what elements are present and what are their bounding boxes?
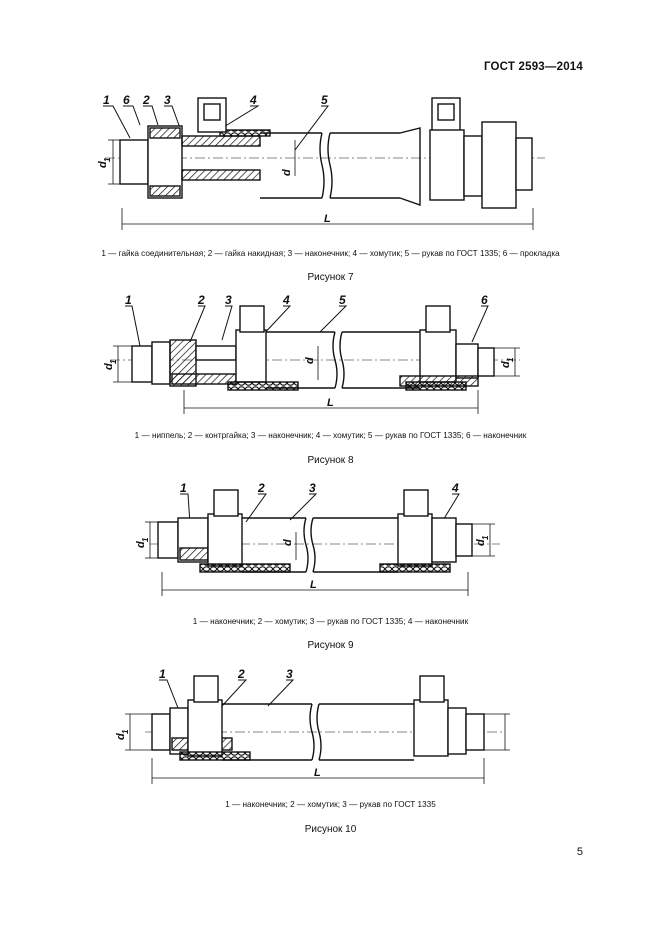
fig7-leaders: [103, 105, 329, 151]
fig8-label-3: 3: [225, 293, 232, 307]
fig8-label-6: 6: [481, 293, 488, 307]
fig9-label-3: 3: [309, 481, 316, 495]
fig7-legend: 1 — гайка соединительная; 2 — гайка наки…: [101, 249, 560, 258]
fig8-label-1: 1: [125, 293, 132, 307]
fig7-label-5: 5: [321, 93, 328, 107]
fig10-caption: Рисунок 10: [304, 824, 357, 835]
fig10-legend: 1 — наконечник; 2 — хомутик; 3 — рукав п…: [225, 800, 436, 809]
fig9-label-4: 4: [451, 481, 459, 495]
fig8-label-4: 4: [282, 293, 290, 307]
figure-7-drawing: 1 6 2 3 4 5: [97, 93, 545, 230]
fig8-dim-d1-right-sub: 1: [506, 357, 515, 362]
fig9-dim-d1-left: d: [135, 541, 147, 548]
fig7-label-2: 2: [142, 93, 150, 107]
fig9-dim-d1-right-sub: 1: [481, 535, 490, 540]
fig7-label-6: 6: [123, 93, 130, 107]
fig10-dim-d1-sub: 1: [121, 729, 130, 734]
fig9-label-1: 1: [180, 481, 187, 495]
fig9-legend: 1 — наконечник; 2 — хомутик; 3 — рукав п…: [192, 617, 469, 626]
fig10-dim-d1: d: [115, 733, 127, 740]
fig8-dim-d1-left-sub: 1: [109, 359, 118, 364]
fig8-label-5: 5: [339, 293, 346, 307]
fig7-dim-L: L: [324, 213, 331, 225]
fig9-dim-d: d: [282, 539, 294, 546]
figure-9-drawing: 1 2 3 4 d: [135, 481, 500, 596]
fig9-label-2: 2: [257, 481, 265, 495]
fig10-label-2: 2: [237, 667, 245, 681]
fig8-dim-d: d: [304, 357, 316, 364]
figure-8-drawing: 1 2 3 4 5 6: [103, 293, 520, 414]
fig8-dim-d1-right: d: [500, 361, 512, 368]
fig9-dim-L: L: [310, 579, 317, 591]
page-number: 5: [576, 846, 583, 858]
fig9-caption: Рисунок 9: [307, 640, 354, 651]
fig8-dim-L: L: [327, 397, 334, 409]
fig7-label-1: 1: [103, 93, 110, 107]
fig9-dim-d1-left-sub: 1: [141, 537, 150, 542]
fig7-label-4: 4: [249, 93, 257, 107]
fig8-label-2: 2: [197, 293, 205, 307]
fig8-caption: Рисунок 8: [307, 455, 354, 466]
fig10-label-3: 3: [286, 667, 293, 681]
fig7-dim-d: d: [281, 169, 293, 176]
fig7-dim-d1: d: [97, 161, 109, 168]
fig8-dim-d1-left: d: [103, 363, 115, 370]
fig7-caption: Рисунок 7: [307, 272, 354, 283]
fig7-dim-d1-sub: 1: [103, 157, 112, 162]
fig10-label-1: 1: [159, 667, 166, 681]
fig8-legend: 1 — ниппель; 2 — контргайка; 3 — наконеч…: [134, 431, 527, 440]
document-header: ГОСТ 2593—2014: [483, 61, 583, 73]
fig9-dim-d1-right: d: [475, 539, 487, 546]
figure-10-drawing: 1 2 3 d 1 L: [115, 667, 510, 784]
fig10-dim-L: L: [314, 767, 321, 779]
fig7-label-3: 3: [164, 93, 171, 107]
fig7-dimension-lines: [108, 139, 534, 230]
